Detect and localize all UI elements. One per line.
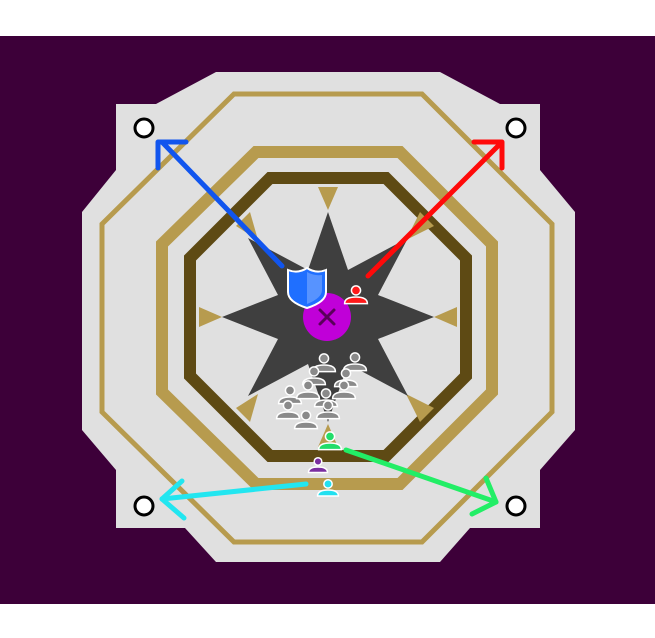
- npc-figure: [331, 380, 357, 400]
- npc-group: [275, 352, 368, 430]
- arrow-icon: [155, 139, 285, 269]
- middle-gold-ring: [156, 146, 498, 490]
- star-tip: [406, 394, 434, 422]
- star-tip: [434, 307, 457, 327]
- waymarks: [133, 117, 527, 517]
- player-icon: [317, 431, 343, 451]
- arrow-icon: [159, 478, 309, 521]
- star-tip: [199, 307, 222, 327]
- arrow-icon: [365, 139, 505, 279]
- star-tip: [318, 187, 338, 210]
- npc-figure: [277, 385, 303, 405]
- player-icon: [316, 479, 340, 497]
- arrow-icon: [343, 447, 499, 517]
- circle-marker-icon: [505, 117, 527, 139]
- npc-figure: [275, 400, 301, 420]
- npc-figure: [295, 380, 321, 400]
- player-icon: [343, 285, 369, 305]
- shield-icon: [287, 266, 327, 310]
- players: [307, 285, 369, 497]
- x-mark-icon: [318, 308, 336, 326]
- npc-figure: [293, 410, 319, 430]
- circle-marker-icon: [133, 117, 155, 139]
- npc-figure: [315, 400, 341, 420]
- star-tip: [236, 394, 258, 422]
- outer-gold-ring: [99, 91, 555, 545]
- circle-marker-icon: [133, 495, 155, 517]
- circle-marker-icon: [505, 495, 527, 517]
- npc-figure: [342, 352, 368, 372]
- player-icon: [307, 456, 329, 474]
